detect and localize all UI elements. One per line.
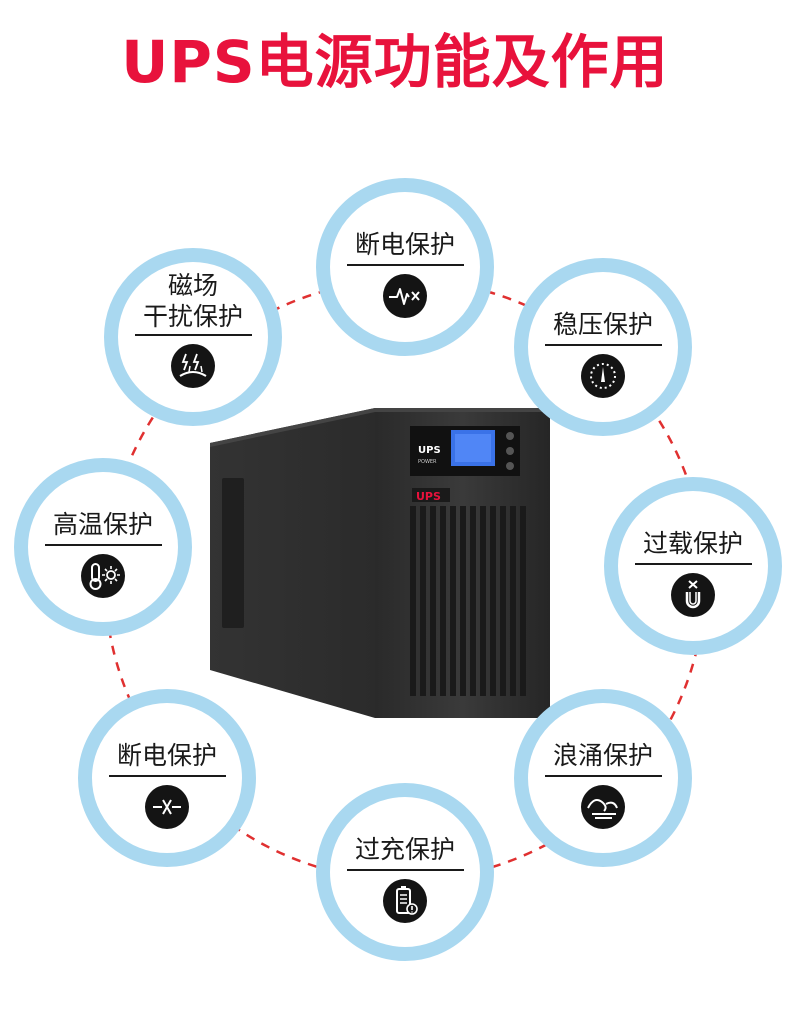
voltage-gauge-icon bbox=[581, 354, 625, 399]
feature-node-overcharge: 过充保护 bbox=[316, 783, 494, 961]
surge-wave-icon bbox=[581, 785, 625, 830]
feature-label-line-1: 磁场 bbox=[167, 270, 218, 300]
feature-label: 断电保护 bbox=[354, 229, 455, 259]
magnetic-interference-icon bbox=[171, 344, 215, 389]
feature-node-overload: 过载保护 bbox=[604, 477, 782, 655]
brand-label: UPS bbox=[416, 490, 441, 503]
feature-node-power-cut-bottom: 断电保护 bbox=[78, 689, 256, 867]
power-cut-wave-icon bbox=[383, 274, 427, 319]
page-title: UPS电源功能及作用 bbox=[121, 28, 669, 96]
panel-text: UPS bbox=[418, 445, 441, 456]
battery-warning-icon bbox=[383, 879, 427, 924]
feature-node-voltage-regulation: 稳压保护 bbox=[514, 258, 692, 436]
feature-label-line-2: 干扰保护 bbox=[142, 301, 243, 331]
broken-line-icon bbox=[145, 785, 189, 830]
feature-label: 高温保护 bbox=[52, 509, 153, 539]
ups-device-illustration: UPS POWER UPS bbox=[210, 408, 550, 718]
feature-node-power-cut-top: 断电保护 bbox=[316, 178, 494, 356]
feature-label: 过充保护 bbox=[354, 834, 455, 864]
feature-label: 浪涌保护 bbox=[552, 740, 653, 770]
feature-label: 断电保护 bbox=[116, 740, 217, 770]
thermometer-sun-icon bbox=[81, 554, 125, 599]
overload-magnet-icon bbox=[671, 573, 715, 618]
panel-subtext: POWER bbox=[418, 459, 437, 465]
feature-label: 稳压保护 bbox=[552, 309, 653, 339]
feature-node-high-temperature: 高温保护 bbox=[14, 458, 192, 636]
feature-node-surge: 浪涌保护 bbox=[514, 689, 692, 867]
feature-node-magnetic-interference: 磁场 干扰保护 bbox=[104, 248, 282, 426]
feature-label: 过载保护 bbox=[642, 528, 743, 558]
